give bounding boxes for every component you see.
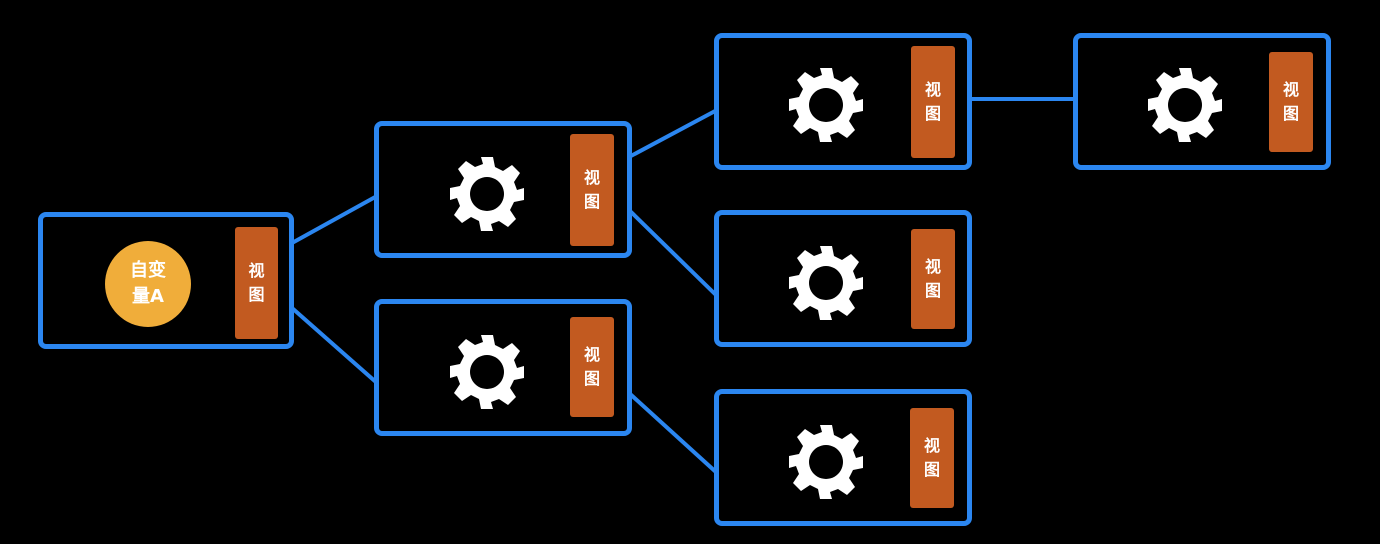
root-node: 自变量A 视图 bbox=[38, 212, 294, 349]
view-tag: 视图 bbox=[1269, 52, 1313, 152]
child-node-1: 视图 bbox=[374, 121, 632, 258]
view-tag-label: 视图 bbox=[248, 261, 265, 304]
gear-icon bbox=[789, 68, 863, 142]
grandchild-node-3: 视图 bbox=[714, 389, 972, 526]
view-tag-label: 视图 bbox=[583, 345, 600, 388]
view-tag-label: 视图 bbox=[924, 257, 941, 300]
grandchild-node-2: 视图 bbox=[714, 210, 972, 347]
gear-icon bbox=[450, 157, 524, 231]
connector-root-to-l1a bbox=[291, 194, 378, 245]
variable-a-label: 自变量A bbox=[130, 260, 166, 307]
view-tag: 视图 bbox=[570, 317, 614, 417]
variable-a-circle: 自变量A bbox=[105, 241, 191, 327]
child-node-2: 视图 bbox=[374, 299, 632, 436]
view-tag: 视图 bbox=[910, 408, 954, 508]
gear-icon bbox=[789, 425, 863, 499]
view-tag: 视图 bbox=[911, 46, 955, 158]
gear-icon bbox=[789, 246, 863, 320]
view-tag-label: 视图 bbox=[924, 80, 941, 123]
view-tag: 视图 bbox=[570, 134, 614, 246]
leaf-node-1: 视图 bbox=[1073, 33, 1331, 170]
view-tag: 视图 bbox=[911, 229, 955, 329]
view-tag-label: 视图 bbox=[583, 168, 600, 211]
connector-l1b-to-l2c bbox=[627, 391, 719, 475]
gear-icon bbox=[1148, 68, 1222, 142]
connector-l1a-to-l2a bbox=[628, 108, 718, 159]
view-tag-label: 视图 bbox=[1282, 80, 1299, 123]
view-tag-label: 视图 bbox=[923, 436, 940, 479]
grandchild-node-1: 视图 bbox=[714, 33, 972, 170]
connector-l1a-to-l2b bbox=[627, 208, 719, 298]
view-tag: 视图 bbox=[235, 227, 278, 339]
gear-icon bbox=[450, 335, 524, 409]
connector-root-to-l1b bbox=[290, 306, 379, 385]
